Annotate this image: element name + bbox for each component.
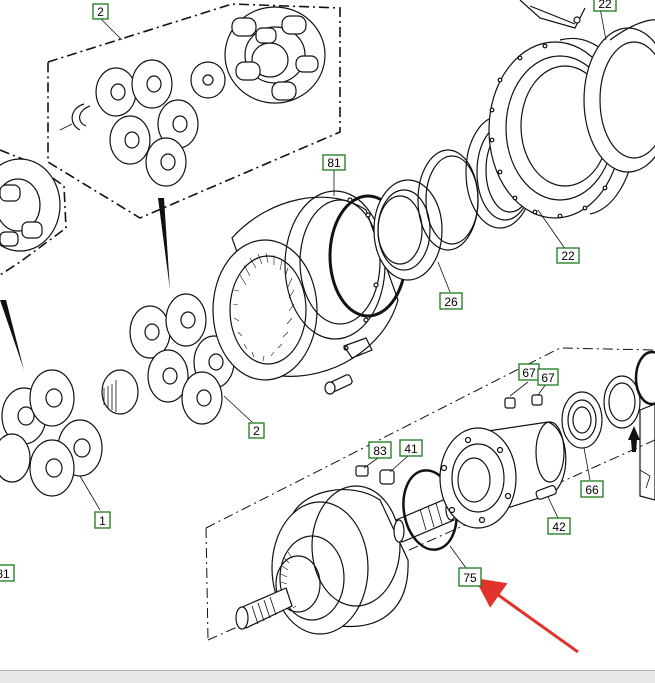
planet-carrier-top (224, 6, 326, 104)
callout-75: 75 (458, 567, 482, 587)
bearing-66 (561, 391, 603, 449)
svg-text:67: 67 (522, 366, 536, 380)
small-fittings (355, 394, 557, 500)
svg-text:2: 2 (97, 5, 104, 19)
callout-81: 81 (322, 154, 346, 171)
assembly-leader-wedges (0, 198, 170, 370)
flange-housing (439, 421, 567, 529)
red-arrow (474, 578, 579, 654)
svg-text:75: 75 (463, 571, 477, 585)
callout-41: 41 (399, 439, 423, 457)
callout-42: 42 (547, 517, 571, 535)
svg-text:22: 22 (598, 0, 612, 11)
leader-lines (79, 7, 607, 569)
planet-gears-left-group (0, 369, 139, 497)
svg-text:67: 67 (541, 371, 555, 385)
callout-22-top: 22 (593, 0, 617, 12)
svg-text:42: 42 (552, 520, 566, 534)
bolt-hub (324, 374, 353, 395)
svg-text:66: 66 (585, 483, 599, 497)
seal-26 (373, 179, 443, 281)
callout-66: 66 (580, 480, 604, 498)
svg-text:81: 81 (0, 567, 10, 581)
callout-67-right: 67 (537, 368, 559, 386)
callout-83: 83 (368, 441, 392, 459)
final-drive-housing (235, 485, 409, 635)
callout-26: 26 (439, 292, 463, 310)
svg-text:22: 22 (561, 249, 575, 263)
callout-1: 1 (94, 511, 111, 529)
detail-inset-right (628, 403, 655, 501)
planet-carrier-left (0, 158, 61, 252)
viewer-bottom-bar (0, 670, 655, 683)
planet-carrier-top-group-outline (47, 3, 341, 219)
callout-81-left: 81 (0, 564, 15, 582)
svg-text:41: 41 (404, 442, 418, 456)
callout-2-top: 2 (92, 3, 109, 20)
svg-text:81: 81 (327, 156, 341, 170)
callout-22: 22 (556, 247, 580, 264)
svg-text:1: 1 (99, 514, 106, 528)
planet-gears-middle-group (129, 293, 235, 425)
housing-far-right (519, 0, 655, 173)
svg-text:26: 26 (444, 295, 458, 309)
ring-gear-hub (212, 190, 399, 381)
callout-2: 2 (248, 422, 265, 439)
thrust-washer-top (190, 61, 226, 99)
svg-text:2: 2 (253, 424, 260, 438)
seal-ring-right (603, 350, 655, 429)
svg-text:83: 83 (373, 444, 387, 458)
top-planet-gears (95, 59, 199, 187)
callout-67-left: 67 (518, 363, 540, 381)
snap-ring-top (59, 103, 91, 131)
